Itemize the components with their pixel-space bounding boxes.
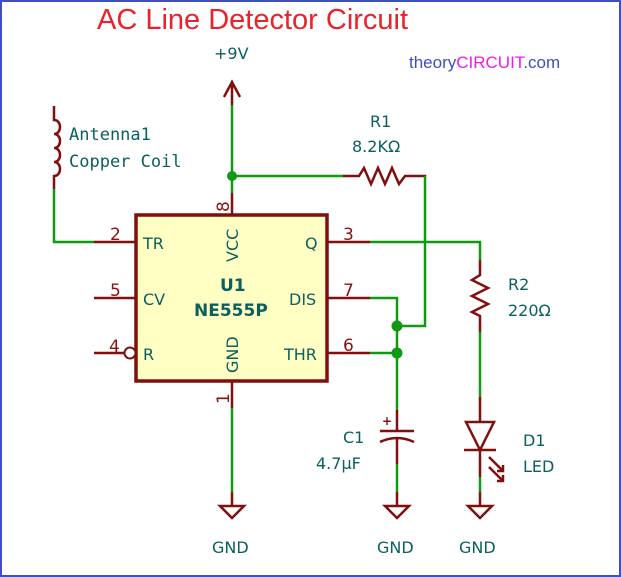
junction-dis-r1 xyxy=(391,320,403,332)
wire-dis-node xyxy=(370,296,399,353)
wire-thr-node xyxy=(370,351,399,410)
wire-q-r2 xyxy=(370,240,482,260)
pin-number-r: 4 xyxy=(109,337,120,357)
pin-name-vcc: VCC xyxy=(223,229,242,262)
ground-c1: GND xyxy=(377,492,414,557)
resistor-r1: R1 8.2KΩ xyxy=(343,112,427,188)
pin-number-thr: 6 xyxy=(343,336,354,356)
ground-icon xyxy=(216,492,248,520)
ic-part: NE555P xyxy=(194,301,268,321)
ground-icon xyxy=(464,492,496,520)
ground-icon xyxy=(381,492,413,520)
pin-name-cv: CV xyxy=(143,290,165,309)
pin-name-r: R xyxy=(143,345,154,364)
antenna-ref: Antenna1 xyxy=(69,125,151,145)
c1-value: 4.7µF xyxy=(316,454,361,473)
pin-number-q: 3 xyxy=(343,225,354,245)
ic-u1: 2 5 4 3 7 6 8 1 TR CV R Q DIS THR VCC GN… xyxy=(94,193,370,408)
led-icon xyxy=(463,397,497,477)
inverted-pin-icon xyxy=(123,346,137,360)
r2-value: 220Ω xyxy=(508,301,551,320)
resistor-r2: R2 220Ω xyxy=(469,260,551,332)
brand-part-3: .com xyxy=(523,53,561,72)
pin-number-tr: 2 xyxy=(110,225,121,245)
wire-antenna-tr xyxy=(52,189,94,244)
pin-number-cv: 5 xyxy=(110,281,121,301)
pin-name-q: Q xyxy=(305,234,318,253)
wire-r1-dis xyxy=(397,176,427,328)
r2-ref: R2 xyxy=(508,275,529,294)
antenna-value: Copper Coil xyxy=(69,152,182,172)
d1-ref: D1 xyxy=(523,431,546,450)
pin-number-dis: 7 xyxy=(343,281,354,301)
ground-led: GND xyxy=(459,492,496,557)
r1-ref: R1 xyxy=(370,112,391,131)
ground-label-u1: GND xyxy=(212,538,249,557)
page-title: AC Line Detector Circuit xyxy=(97,4,409,36)
pin-name-thr: THR xyxy=(283,345,317,364)
pin-number-gnd: 1 xyxy=(214,393,234,404)
antenna-coil: Antenna1 Copper Coil xyxy=(52,106,182,189)
junction-thr xyxy=(391,347,403,359)
light-emission-arrows-icon xyxy=(488,456,505,483)
power-label: +9V xyxy=(214,44,249,63)
brand-watermark: theoryCIRCUIT.com xyxy=(409,53,560,73)
led-d1: D1 LED xyxy=(463,397,554,483)
c1-polarity: + xyxy=(382,414,392,428)
pin-number-vcc: 8 xyxy=(214,201,234,212)
polarized-capacitor-icon xyxy=(379,410,415,464)
power-symbol-9v: +9V xyxy=(214,44,249,105)
pin-name-dis: DIS xyxy=(289,290,316,309)
brand-part-2: CIRCUIT xyxy=(456,53,524,72)
c1-ref: C1 xyxy=(343,428,364,447)
resistor-icon xyxy=(469,260,491,332)
pin-name-tr: TR xyxy=(142,234,164,253)
capacitor-c1: + C1 4.7µF xyxy=(316,410,415,473)
d1-value: LED xyxy=(523,457,554,476)
ic-ref: U1 xyxy=(220,276,246,296)
ground-u1: GND xyxy=(212,492,249,557)
pin-name-gnd: GND xyxy=(223,336,242,373)
ground-label-c1: GND xyxy=(377,538,414,557)
power-arrow-icon xyxy=(222,79,242,105)
ground-label-led: GND xyxy=(459,538,496,557)
inductor-coil-icon xyxy=(52,106,62,189)
brand-part-1: theory xyxy=(409,53,457,72)
resistor-icon xyxy=(343,164,427,188)
r1-value: 8.2KΩ xyxy=(352,137,400,156)
